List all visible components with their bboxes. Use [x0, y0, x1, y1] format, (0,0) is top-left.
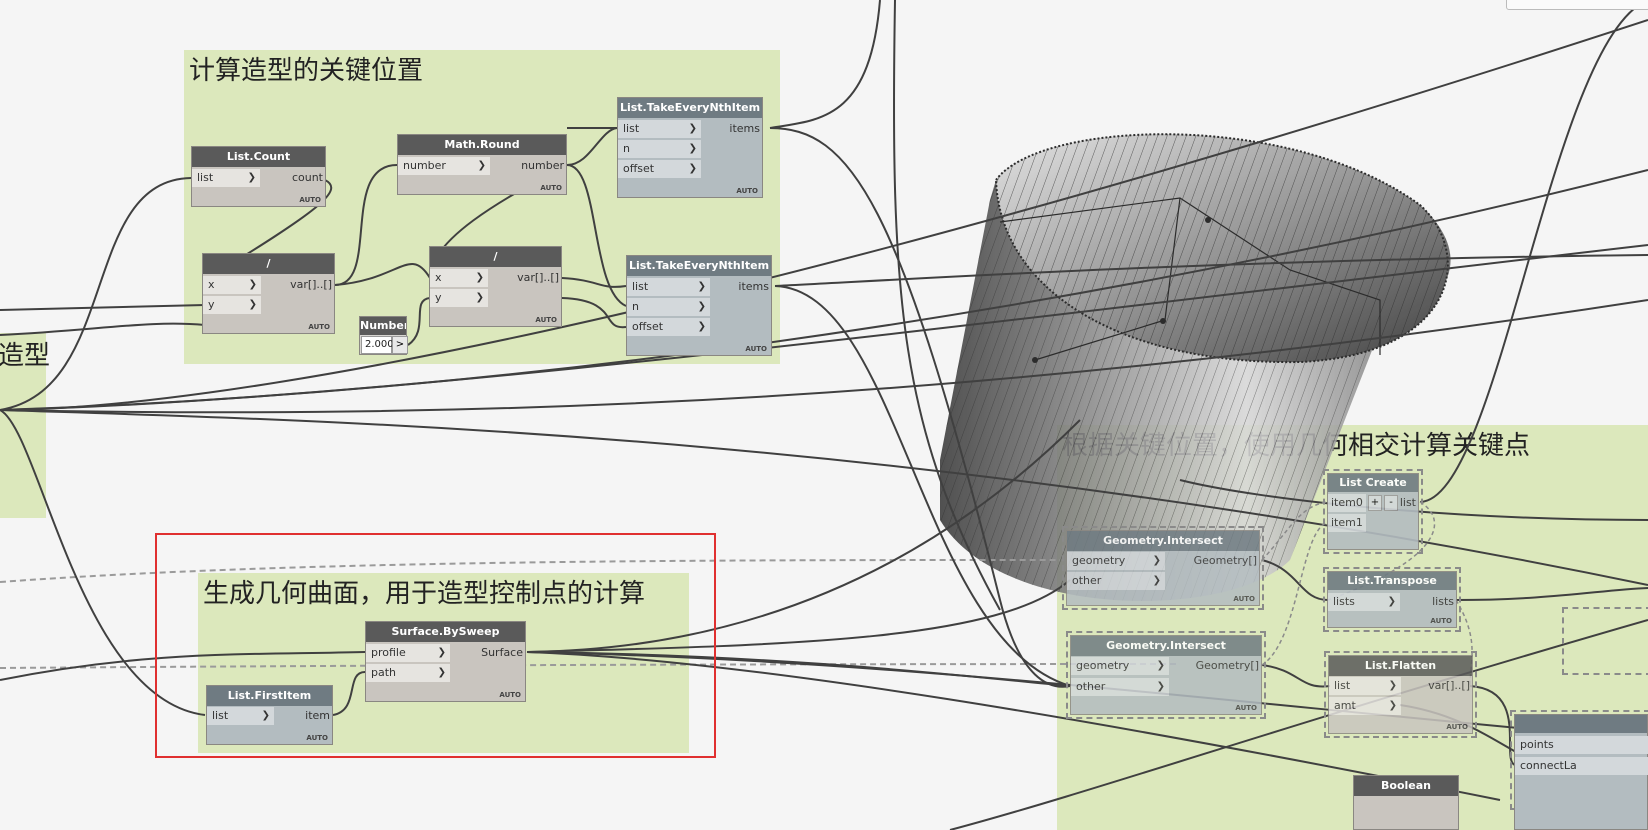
input-port-points[interactable]: points [1515, 736, 1648, 754]
input-port-x[interactable]: x❯ [203, 276, 261, 294]
node-title: List.FirstItem [207, 686, 332, 706]
output-port-geometry[interactable]: Geometry[] [1193, 554, 1257, 567]
lacing-label: AUTO [535, 316, 557, 324]
node-title: Math.Round [398, 135, 566, 155]
input-port-list[interactable]: list❯ [207, 707, 274, 725]
input-port-x[interactable]: x❯ [430, 269, 488, 287]
node-title: / [430, 247, 561, 267]
input-port-list[interactable]: list❯ [618, 120, 701, 138]
output-port-number[interactable]: number [521, 159, 564, 172]
node-title [1515, 715, 1647, 733]
node-surface-bysweep[interactable]: Surface.BySweep profile❯ path❯ Surface A… [365, 621, 526, 702]
node-list-transpose[interactable]: List.Transpose lists❯ lists AUTO [1327, 571, 1457, 628]
node-title: Geometry.Intersect [1071, 636, 1261, 656]
lacing-label: AUTO [540, 184, 562, 192]
input-port-list[interactable]: list❯ [627, 278, 710, 296]
node-take-every-nth-item-2[interactable]: List.TakeEveryNthItem list❯ n❯ offset❯ i… [626, 255, 772, 356]
output-port-lists[interactable]: lists [1432, 595, 1454, 608]
node-title: List.Transpose [1328, 572, 1456, 590]
input-port-n[interactable]: n❯ [627, 298, 710, 316]
node-boolean[interactable]: Boolean [1353, 775, 1459, 830]
lacing-label: AUTO [299, 196, 321, 204]
number-output-arrow[interactable]: > [392, 336, 408, 354]
node-list-count[interactable]: List.Count list❯ count AUTO [191, 146, 326, 207]
node-title: Geometry.Intersect [1067, 531, 1259, 551]
input-port-y[interactable]: y❯ [430, 289, 488, 307]
output-port-items[interactable]: items [729, 122, 760, 135]
node-divide-2[interactable]: / x❯ y❯ var[]..[] AUTO [429, 246, 562, 327]
output-port-items[interactable]: items [738, 280, 769, 293]
node-title: List.TakeEveryNthItem [618, 98, 762, 118]
selection-outline [1562, 607, 1648, 675]
input-port-amt[interactable]: amt❯ [1329, 697, 1401, 715]
lacing-label: AUTO [745, 345, 767, 353]
input-port-offset[interactable]: offset❯ [618, 160, 701, 178]
input-port-list[interactable]: list❯ [192, 169, 260, 187]
view-toolbar[interactable] [1506, 0, 1648, 10]
node-list-create[interactable]: List Create item0 + - list item1 [1327, 473, 1419, 550]
node-polycurve-partial[interactable]: points connectLa [1514, 714, 1648, 830]
input-port-list[interactable]: list❯ [1329, 677, 1401, 695]
output-port-count[interactable]: count [291, 171, 323, 184]
lacing-label: AUTO [308, 323, 330, 331]
output-port-item[interactable]: item [305, 709, 330, 722]
lacing-label: AUTO [1233, 595, 1255, 603]
lacing-label: AUTO [736, 187, 758, 195]
input-port-geometry[interactable]: geometry❯ [1071, 657, 1169, 675]
node-title: / [203, 254, 334, 274]
lacing-label: AUTO [1430, 617, 1452, 625]
input-port-lists[interactable]: lists❯ [1328, 593, 1400, 611]
output-port-var[interactable]: var[]..[] [1428, 679, 1470, 692]
node-take-every-nth-item-1[interactable]: List.TakeEveryNthItem list❯ n❯ offset❯ i… [617, 97, 763, 198]
output-port-var[interactable]: var[]..[] [517, 271, 559, 284]
input-port-number[interactable]: number❯ [398, 157, 490, 175]
output-port-list[interactable]: list [1399, 496, 1416, 509]
add-input-button[interactable]: + [1368, 495, 1382, 511]
input-port-n[interactable]: n❯ [618, 140, 701, 158]
input-port-other[interactable]: other❯ [1071, 678, 1169, 696]
number-value-field[interactable]: 2.000 [361, 336, 394, 354]
node-title: Number [360, 317, 406, 335]
input-port-item1[interactable]: item1 [1328, 514, 1366, 532]
node-geometry-intersect-1[interactable]: Geometry.Intersect geometry❯ other❯ Geom… [1066, 530, 1260, 606]
node-title: List.TakeEveryNthItem [627, 256, 771, 276]
input-port-item0[interactable]: item0 [1328, 494, 1366, 512]
input-port-other[interactable]: other❯ [1067, 572, 1165, 590]
node-number[interactable]: Number 2.000 > [359, 316, 408, 355]
input-port-offset[interactable]: offset❯ [627, 318, 710, 336]
node-title: List Create [1328, 474, 1418, 492]
input-port-connectlast[interactable]: connectLa [1515, 757, 1648, 775]
output-port-surface[interactable]: Surface [481, 646, 523, 659]
lacing-label: AUTO [1235, 704, 1257, 712]
lacing-label: AUTO [499, 691, 521, 699]
lacing-label: AUTO [306, 734, 328, 742]
node-title: Surface.BySweep [366, 622, 525, 642]
node-geometry-intersect-2[interactable]: Geometry.Intersect geometry❯ other❯ Geom… [1070, 635, 1262, 715]
output-port-var[interactable]: var[]..[] [290, 278, 332, 291]
node-title: List.Count [192, 147, 325, 167]
node-title: Boolean [1354, 776, 1458, 796]
input-port-profile[interactable]: profile❯ [366, 644, 450, 662]
output-port-geometry[interactable]: Geometry[] [1195, 659, 1259, 672]
node-list-firstitem[interactable]: List.FirstItem list❯ item AUTO [206, 685, 333, 745]
node-math-round[interactable]: Math.Round number❯ number AUTO [397, 134, 567, 195]
highlight-box [155, 533, 716, 758]
node-title: List.Flatten [1329, 656, 1472, 676]
node-divide-1[interactable]: / x❯ y❯ var[]..[] AUTO [202, 253, 335, 334]
input-port-y[interactable]: y❯ [203, 296, 261, 314]
node-list-flatten[interactable]: List.Flatten list❯ amt❯ var[]..[] AUTO [1328, 655, 1473, 734]
input-port-geometry[interactable]: geometry❯ [1067, 552, 1165, 570]
lacing-label: AUTO [1446, 723, 1468, 731]
